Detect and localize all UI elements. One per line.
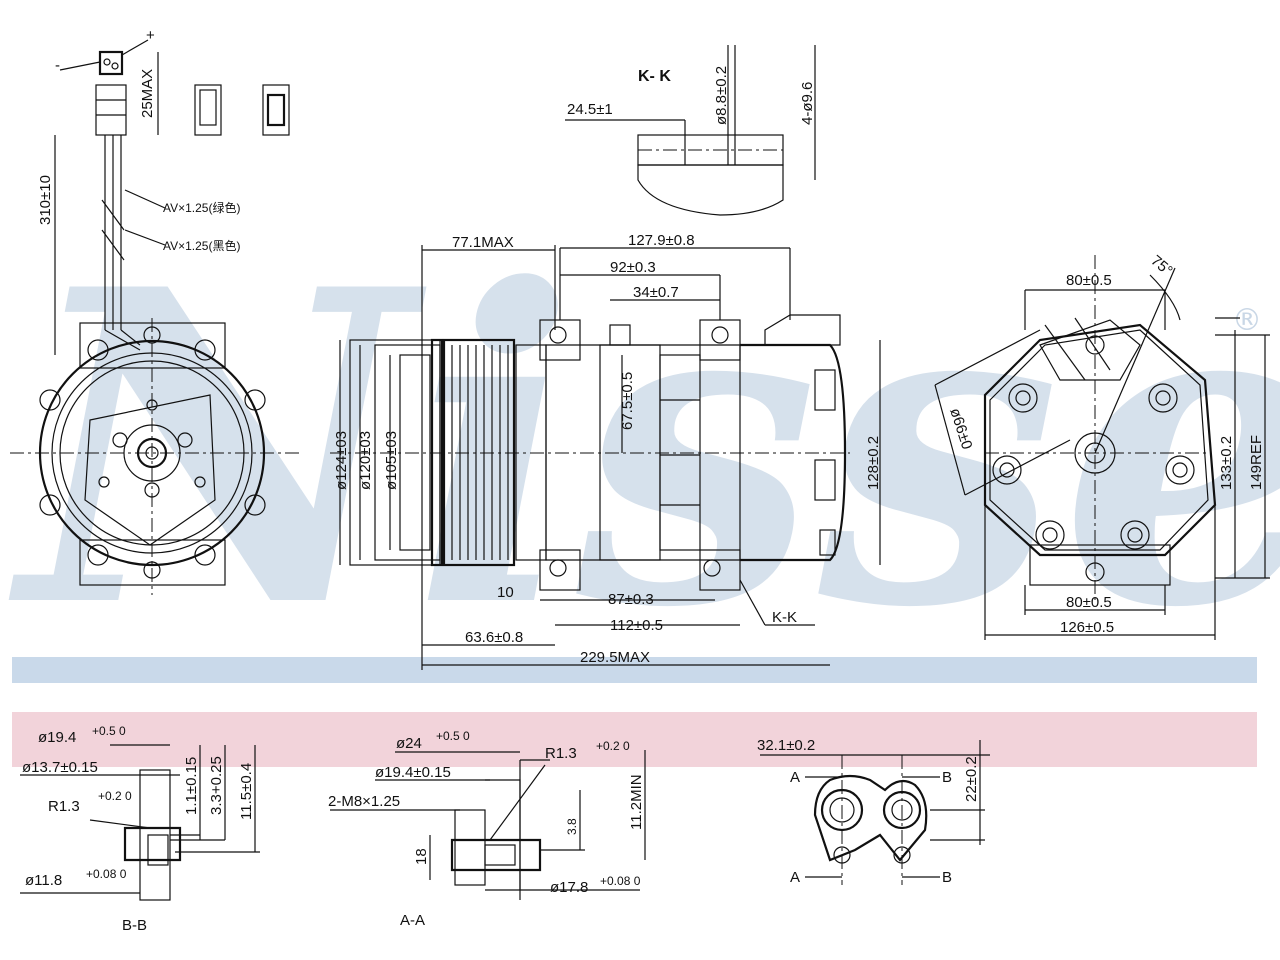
port-dim-22: 22±0.2 <box>963 756 980 802</box>
bb-dim-11: 1.1±0.15 <box>183 757 200 815</box>
bb-label: B-B <box>122 917 147 934</box>
front-view: - + 310±10 25MAX AV×1.25(绿色) AV×1.25(黑色) <box>10 27 300 595</box>
bb-dim-194: ø19.4 <box>38 729 76 746</box>
aa-dim-178-tol: +0.08 0 <box>600 874 641 888</box>
bb-dim-137: ø13.7±0.15 <box>22 759 98 776</box>
connector-minus: - <box>55 57 60 74</box>
side-view: 77.1MAX 127.9±0.8 92±0.3 34±0.7 67.5±0.5… <box>330 232 882 670</box>
side-dim-771: 77.1MAX <box>452 234 514 251</box>
side-dim-120: ø120±03 <box>357 431 374 490</box>
bb-dim-118-tol: +0.08 0 <box>86 867 127 881</box>
side-dim-675: 67.5±0.5 <box>619 372 636 430</box>
aa-label: A-A <box>400 912 425 929</box>
aa-dim-24-tol: +0.5 0 <box>436 729 470 743</box>
aa-dim-178: ø17.8 <box>550 879 588 896</box>
rear-dim-149: 149REF <box>1248 435 1265 490</box>
side-dim-34: 34±0.7 <box>633 284 679 301</box>
side-dim-87: 87±0.3 <box>608 591 654 608</box>
rear-view: 80±0.5 75° ø66±0 133±0.2 149REF 80±0.5 1… <box>934 252 1270 640</box>
side-kk-ref: K-K <box>772 609 797 626</box>
section-aa: ø24 +0.5 0 ø19.4±0.15 2-M8×1.25 R1.3 +0.… <box>328 729 646 929</box>
aa-dim-112: 11.2MIN <box>628 774 645 830</box>
rear-dim-80top: 80±0.5 <box>1066 272 1112 289</box>
rear-dim-126: 126±0.5 <box>1060 619 1114 636</box>
side-dim-92: 92±0.3 <box>610 259 656 276</box>
port-a-top: A <box>790 769 800 786</box>
side-dim-10: 10 <box>497 584 514 601</box>
port-dim-321: 32.1±0.2 <box>757 737 815 754</box>
aa-dim-m8: 2-M8×1.25 <box>328 793 400 810</box>
dim-wire-length: 310±10 <box>37 175 54 225</box>
side-dim-128: 128±0.2 <box>865 436 882 490</box>
aa-dim-24: ø24 <box>396 735 422 752</box>
kk-dim-96: 4-ø9.6 <box>799 82 816 125</box>
bb-dim-118: ø11.8 <box>25 872 62 889</box>
section-kk: K- K 24.5±1 ø8.8±0.2 4-ø9.6 <box>565 45 816 216</box>
side-dim-2295: 229.5MAX <box>580 649 650 666</box>
aa-dim-r13-tol: +0.2 0 <box>596 739 630 753</box>
kk-dim-88: ø8.8±0.2 <box>713 66 730 125</box>
side-dim-112: 112±0.5 <box>610 617 663 634</box>
side-dim-636: 63.6±0.8 <box>465 629 523 646</box>
bb-dim-115: 11.5±0.4 <box>238 763 255 820</box>
port-b-bot: B <box>942 869 952 886</box>
section-kk-title: K- K <box>638 68 671 85</box>
section-bb: ø19.4 +0.5 0 ø13.7±0.15 R1.3 +0.2 0 ø11.… <box>20 724 260 934</box>
blue-band <box>12 657 1257 683</box>
aa-dim-r13: R1.3 <box>545 745 577 762</box>
side-dim-124: ø124±03 <box>333 431 350 490</box>
kk-dim-245: 24.5±1 <box>567 101 613 118</box>
pink-band <box>12 712 1257 767</box>
side-dim-105: ø105±03 <box>383 431 400 490</box>
connector-plus: + <box>146 27 155 44</box>
watermark-brand: Nissens <box>7 197 1280 702</box>
watermark-registered: ® <box>1232 303 1262 338</box>
rear-dim-133: 133±0.2 <box>1218 436 1235 490</box>
aa-dim-194: ø19.4±0.15 <box>375 764 451 781</box>
rear-dim-80bot: 80±0.5 <box>1066 594 1112 611</box>
port-b-top: B <box>942 769 952 786</box>
port-view: 32.1±0.2 22±0.2 A A B B <box>757 737 990 886</box>
aa-dim-38: 3.8 <box>565 818 579 835</box>
bb-dim-33: 3.3+0.25 <box>208 756 225 815</box>
port-a-bot: A <box>790 869 800 886</box>
bb-dim-194-tol: +0.5 0 <box>92 724 126 738</box>
wire-a-label: AV×1.25(绿色) <box>163 200 240 215</box>
bb-dim-r13-tol: +0.2 0 <box>98 789 132 803</box>
aa-dim-18: 18 <box>413 848 430 865</box>
dim-25max: 25MAX <box>139 69 156 118</box>
wire-b-label: AV×1.25(黑色) <box>163 239 240 253</box>
side-dim-1279: 127.9±0.8 <box>628 232 695 249</box>
bb-dim-r13: R1.3 <box>48 798 80 815</box>
